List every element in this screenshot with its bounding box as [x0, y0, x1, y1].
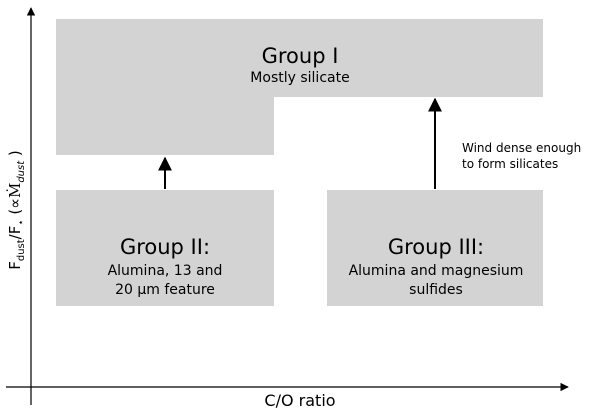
group-3-box [327, 190, 543, 306]
group-3-description-line-1: Alumina and magnesium [349, 263, 524, 279]
group-2-description-line-2: 20 μm feature [115, 282, 215, 298]
annotation-line-2: to form silicates [462, 157, 558, 171]
group-1-title: Group I [262, 44, 339, 68]
group-2-title: Group II: [120, 235, 210, 259]
x-axis-label: C/O ratio [264, 391, 335, 410]
group-3-title: Group III: [388, 235, 484, 259]
group-3-description-line-2: sulfides [409, 282, 463, 298]
annotation-line-1: Wind dense enough [462, 141, 581, 155]
group-2-description-line-1: Alumina, 13 and [108, 263, 223, 279]
group-1-box [56, 19, 543, 155]
group-2-box [56, 190, 274, 306]
group-1-description: Mostly silicate [250, 70, 349, 86]
y-axis-label: Fdust/F⋆ (∝Ṁdust ) [6, 150, 27, 270]
